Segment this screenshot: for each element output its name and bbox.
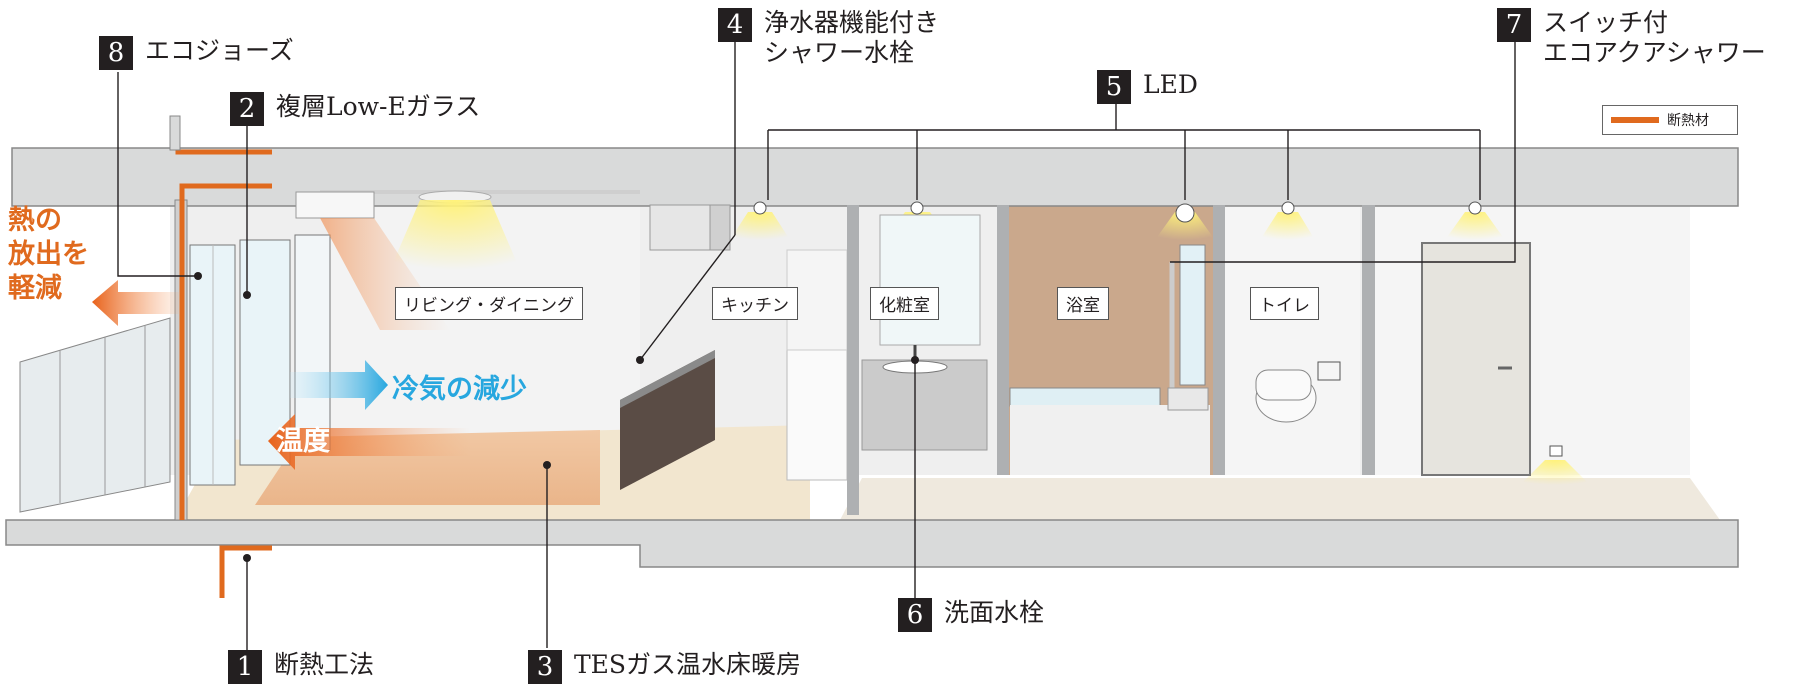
callout-number: 6 [898, 598, 932, 632]
toilet-wall [1225, 205, 1360, 475]
insulation-bottom [219, 545, 272, 598]
room-label-bath: 浴室 [1057, 287, 1109, 320]
room-label-living: リビング・ダイニング [395, 287, 583, 320]
callout-label: 洗面水栓 [944, 598, 1045, 627]
leader-lines [117, 42, 1516, 650]
temperature-text: 温度 [276, 426, 330, 457]
leader-dots [194, 272, 919, 562]
upper-parapet [169, 115, 181, 151]
floor-slab [5, 519, 1739, 568]
ceiling-slab [11, 147, 1739, 207]
cold-air-arrow [290, 360, 388, 410]
callout-number: 1 [228, 650, 262, 684]
temperature-arrow [268, 414, 470, 470]
room-label-toilet: トイレ [1250, 287, 1319, 320]
legend: 断熱材 [1602, 105, 1738, 135]
partition-walls [847, 205, 1375, 515]
cold-air-text: 冷気の減少 [392, 374, 527, 405]
room-label-kitchen: キッチン [712, 287, 798, 320]
entry-door [1421, 242, 1531, 476]
heat-release-arrow [92, 280, 180, 326]
callout-label: 浄水器機能付き シャワー水栓 [764, 8, 940, 67]
callout-label: LED [1143, 70, 1198, 99]
callout-6-washbasin-faucet: 6 洗面水栓 [898, 598, 1044, 632]
room-label-powder: 化粧室 [870, 287, 939, 320]
air-conditioner [295, 191, 375, 219]
callout-label: 断熱工法 [274, 650, 375, 679]
callout-8-eco-jozu: 8 エコジョーズ [99, 36, 294, 70]
toilet-fixture [1255, 361, 1341, 423]
insulation-wall [179, 183, 272, 520]
callout-2-low-e-glass: 2 複層Low-Eガラス [230, 92, 480, 126]
callout-7-eco-aqua-shower: 7 スイッチ付 エコアクアシャワー [1497, 8, 1766, 68]
bathtub-area [1009, 244, 1210, 475]
ceiling-living-drop [320, 190, 640, 194]
balcony-railing [19, 317, 171, 513]
callout-3-floor-heating: 3 TESガス温水床暖房 [528, 650, 801, 684]
insulation-swatch [1611, 117, 1659, 123]
floor-right [840, 478, 1720, 520]
callout-number: 7 [1497, 8, 1531, 42]
callout-number: 3 [528, 650, 562, 684]
callout-label: TESガス温水床暖房 [574, 650, 802, 679]
callout-5-led: 5 LED [1097, 70, 1198, 104]
ceiling-lights [390, 190, 1590, 485]
callout-label: 複層Low-Eガラス [276, 92, 481, 121]
heat-release-text: 熱の 放出を 軽減 [8, 205, 89, 304]
callout-number: 4 [718, 8, 752, 42]
callout-1-insulation-method: 1 断熱工法 [228, 650, 374, 684]
callout-label: スイッチ付 エコアクアシャワー [1543, 8, 1766, 67]
callout-number: 2 [230, 92, 264, 126]
callout-number: 5 [1097, 70, 1131, 104]
callout-number: 8 [99, 36, 133, 70]
vanity-unit [861, 214, 988, 451]
legend-label: 断熱材 [1667, 113, 1709, 129]
callout-4-shower-faucet: 4 浄水器機能付き シャワー水栓 [718, 8, 939, 68]
callout-label: エコジョーズ [145, 36, 294, 65]
